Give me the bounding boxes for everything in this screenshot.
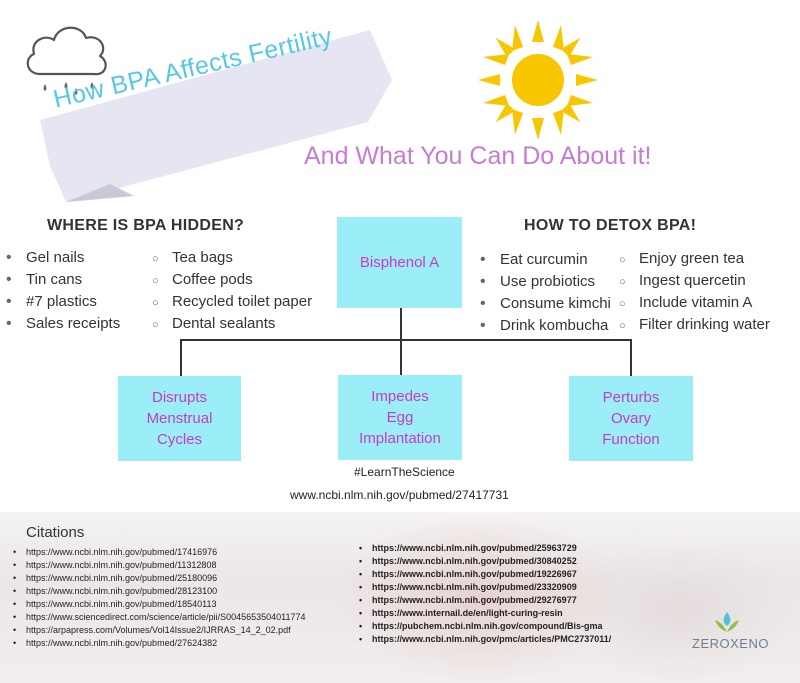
detox-list-1: Eat curcumin Use probiotics Consume kimc… [480, 249, 611, 337]
list-item: Tin cans [6, 269, 120, 291]
list-item: Consume kimchi [480, 293, 611, 315]
citation-link[interactable]: https://www.sciencedirect.com/science/ar… [10, 611, 306, 624]
detox-list-2: Enjoy green tea Ingest quercetin Include… [619, 248, 770, 337]
list-item: Sales receipts [6, 313, 120, 335]
logo-text: ZEROXENO [692, 636, 769, 651]
connector-root-down [400, 308, 402, 340]
citations-list-left: https://www.ncbi.nlm.nih.gov/pubmed/1741… [10, 546, 306, 650]
sun-icon [478, 20, 598, 140]
citation-link[interactable]: https://www.internail.de/en/light-curing… [356, 607, 611, 620]
list-item: Include vitamin A [619, 292, 770, 315]
list-item: Drink kombucha [480, 315, 611, 337]
citation-link[interactable]: https://www.ncbi.nlm.nih.gov/pubmed/1922… [356, 568, 611, 581]
citation-link[interactable]: https://pubchem.ncbi.nlm.nih.gov/compoun… [356, 620, 611, 633]
node-line: Perturbs [602, 389, 660, 406]
hashtag: #LearnTheScience [354, 465, 455, 479]
citation-link[interactable]: https://www.ncbi.nlm.nih.gov/pubmed/2762… [10, 637, 306, 650]
citation-link[interactable]: https://arpapress.com/Volumes/Vol14Issue… [10, 624, 306, 637]
list-item: Coffee pods [152, 269, 312, 292]
node-line: Function [602, 431, 660, 448]
list-item: Ingest quercetin [619, 270, 770, 293]
list-item: #7 plastics [6, 291, 120, 313]
citation-link[interactable]: https://www.ncbi.nlm.nih.gov/pubmed/2927… [356, 594, 611, 607]
citation-link[interactable]: https://www.ncbi.nlm.nih.gov/pubmed/1854… [10, 598, 306, 611]
list-item: Filter drinking water [619, 314, 770, 337]
list-item: Use probiotics [480, 271, 611, 293]
list-item: Eat curcumin [480, 249, 611, 271]
list-item: Enjoy green tea [619, 248, 770, 271]
node-line: Disrupts [151, 389, 207, 406]
child-node-implantation: Impedes Egg Implantation [338, 375, 462, 460]
citation-link[interactable]: https://www.ncbi.nlm.nih.gov/pubmed/2332… [356, 581, 611, 594]
hidden-heading: WHERE IS BPA HIDDEN? [47, 217, 245, 234]
citation-link[interactable]: https://www.ncbi.nlm.nih.gov/pubmed/1741… [10, 546, 306, 559]
connector-horizontal [180, 339, 632, 341]
citation-link[interactable]: https://www.ncbi.nlm.nih.gov/pubmed/2812… [10, 585, 306, 598]
list-item: Dental sealants [152, 313, 312, 336]
list-item: Gel nails [6, 247, 120, 269]
citation-link[interactable]: https://www.ncbi.nlm.nih.gov/pubmed/3084… [356, 555, 611, 568]
citations-title: Citations [26, 524, 85, 541]
child-node-ovary: Perturbs Ovary Function [569, 376, 693, 461]
list-item: Tea bags [152, 247, 312, 270]
root-node: Bisphenol A [337, 217, 462, 308]
title-banner [40, 30, 392, 202]
citation-link[interactable]: https://www.ncbi.nlm.nih.gov/pubmed/2596… [356, 542, 611, 555]
leaf-drop-icon [715, 612, 739, 632]
node-line: Cycles [156, 431, 202, 448]
node-line: Menstrual [146, 410, 213, 427]
citations-list-right: https://www.ncbi.nlm.nih.gov/pubmed/2596… [356, 542, 611, 646]
citation-link[interactable]: https://www.ncbi.nlm.nih.gov/pmc/article… [356, 633, 611, 646]
reference-url: www.ncbi.nlm.nih.gov/pubmed/27417731 [290, 488, 509, 502]
cloud-rain-icon [26, 26, 107, 95]
node-line: Egg [386, 409, 414, 426]
node-line: Ovary [610, 410, 651, 427]
root-node-label: Bisphenol A [359, 254, 440, 271]
node-line: Impedes [371, 388, 429, 405]
node-line: Implantation [359, 430, 441, 447]
connector-left [180, 339, 182, 377]
citation-link[interactable]: https://www.ncbi.nlm.nih.gov/pubmed/1131… [10, 559, 306, 572]
list-item: Recycled toilet paper [152, 291, 312, 314]
connector-right [630, 339, 632, 376]
detox-heading: HOW TO DETOX BPA! [524, 217, 697, 234]
subtitle: And What You Can Do About it! [304, 142, 652, 170]
hidden-list-2: Tea bags Coffee pods Recycled toilet pap… [152, 247, 312, 336]
citation-link[interactable]: https://www.ncbi.nlm.nih.gov/pubmed/2518… [10, 572, 306, 585]
connector-middle [400, 339, 402, 375]
child-node-menstrual: Disrupts Menstrual Cycles [118, 376, 241, 461]
hidden-list-1: Gel nails Tin cans #7 plastics Sales rec… [6, 247, 120, 335]
